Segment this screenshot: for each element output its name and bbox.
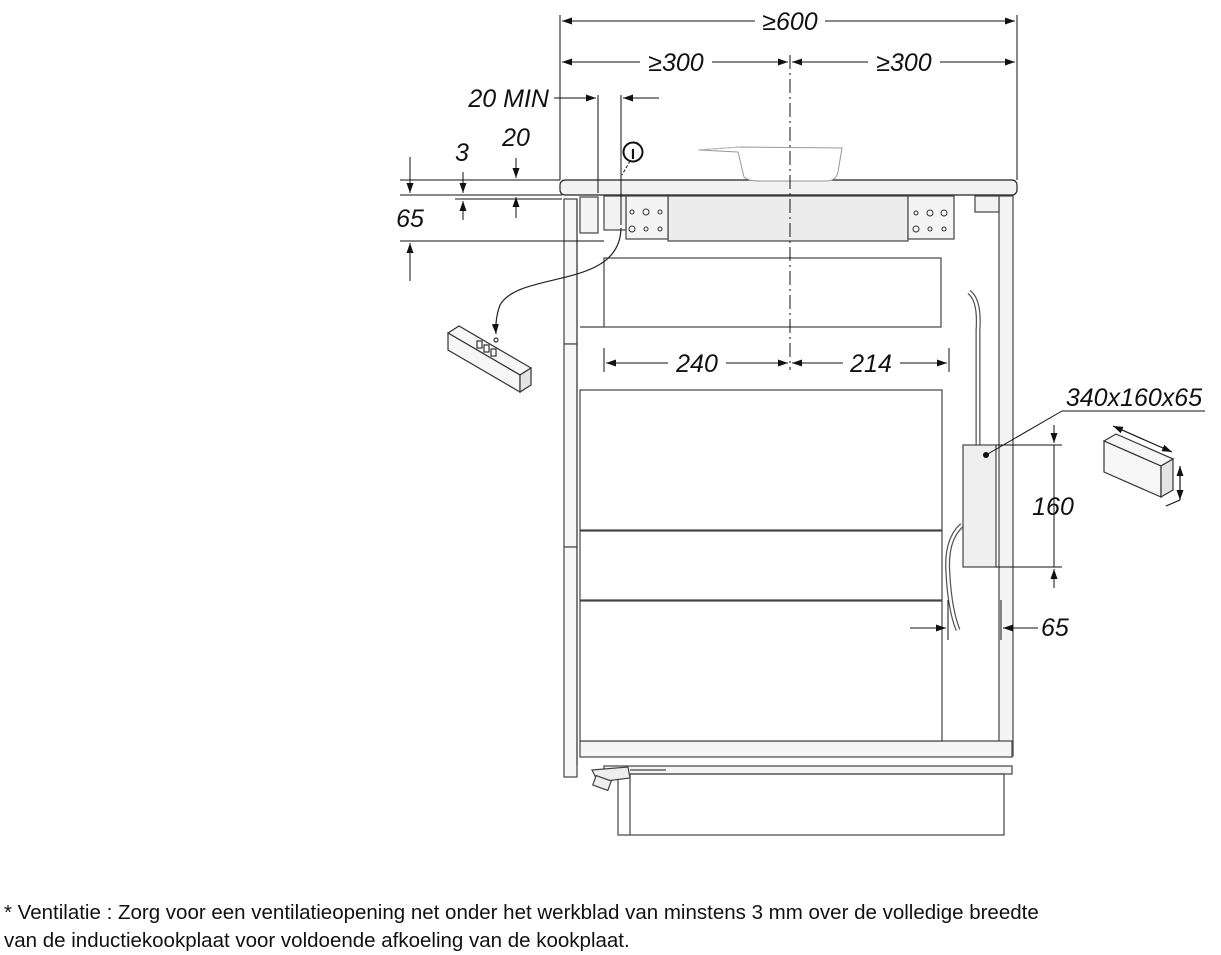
installation-diagram: I ≥600 ≥300 ≥300 20 MIN 20 3 65 240 214 … xyxy=(396,8,1205,836)
dim-right-offset: 214 xyxy=(849,350,892,378)
dim-box-size: 340x160x65 xyxy=(1066,384,1202,412)
cable-loop xyxy=(945,523,964,631)
dim-depth: 65 xyxy=(396,205,424,233)
dim-gap-min: 20 MIN xyxy=(467,85,550,113)
connector-arrow xyxy=(491,227,622,335)
note-line-1: * Ventilatie : Zorg voor een ventilatieo… xyxy=(4,901,1039,924)
marker-label: I xyxy=(631,146,635,163)
left-bracket xyxy=(625,195,669,240)
dim-gap: 20 xyxy=(501,124,530,152)
drawers xyxy=(579,257,943,742)
dim-box-height: 160 xyxy=(1032,493,1074,521)
dim-box-depth: 65 xyxy=(1041,614,1069,642)
connection-box-icon xyxy=(1102,425,1184,507)
ventilation-note: * Ventilatie : Zorg voor een ventilatieo… xyxy=(4,899,1218,955)
dim-vent-gap: 3 xyxy=(455,139,469,167)
dim-total-width: ≥600 xyxy=(762,8,818,36)
worktop xyxy=(559,179,1018,196)
worktop-edge-block xyxy=(579,196,599,234)
control-module-box-icon xyxy=(446,325,533,394)
control-module xyxy=(603,195,627,231)
dimension-lines xyxy=(400,15,1062,640)
dim-left-half: ≥300 xyxy=(648,49,704,77)
connection-marker: I xyxy=(621,141,644,176)
connection-box xyxy=(962,444,997,568)
pan-icon xyxy=(697,146,843,182)
dim-right-half: ≥300 xyxy=(876,49,932,77)
dim-left-offset: 240 xyxy=(675,350,718,378)
cabinet xyxy=(563,195,1014,836)
right-bracket xyxy=(907,195,955,240)
adjustable-foot xyxy=(591,766,666,792)
note-line-2: van de inductiekookplaat voor voldoende … xyxy=(4,929,630,952)
hob-housing xyxy=(667,195,909,242)
